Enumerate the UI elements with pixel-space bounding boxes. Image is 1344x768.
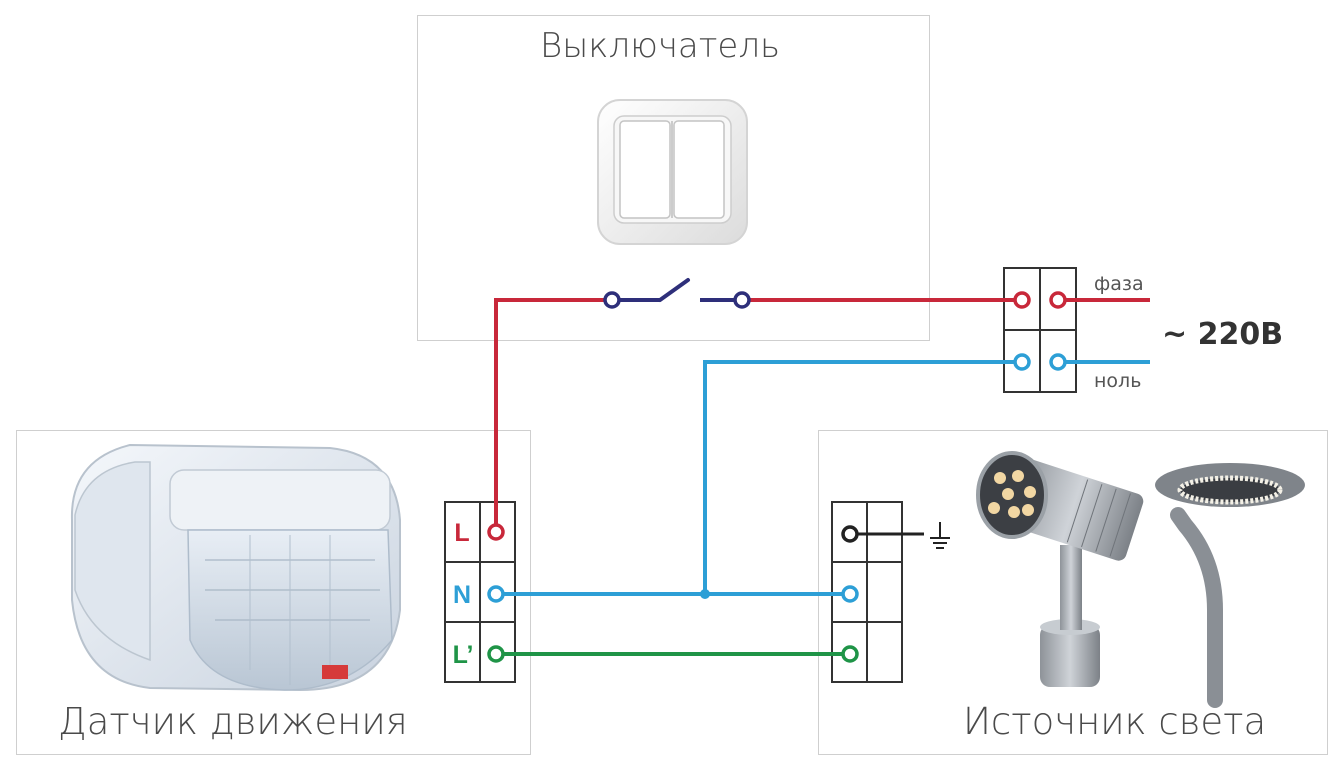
neutral-wire (496, 360, 1150, 599)
terminal-label-l: L (454, 519, 469, 547)
terminal-label-l-prime: L’ (453, 641, 474, 669)
ground-icon (930, 522, 950, 549)
switch-title: Выключатель (540, 26, 781, 66)
neutral-label: ноль (1094, 370, 1141, 392)
terminal-screws (487, 291, 1067, 663)
supply-terminal-block (1003, 267, 1077, 393)
terminal-label-n: N (453, 581, 471, 609)
phase-label: фаза (1094, 273, 1144, 295)
motion-sensor-title: Датчик движения (58, 700, 408, 743)
street-lamp-icon (1155, 463, 1305, 708)
spotlight-icon (976, 451, 1144, 687)
voltage-label: ~ 220В (1162, 317, 1283, 352)
phase-wire (494, 298, 1150, 532)
wall-switch-icon (597, 99, 748, 245)
motion-sensor-icon (70, 443, 401, 692)
switch-contact-symbol (603, 278, 751, 309)
